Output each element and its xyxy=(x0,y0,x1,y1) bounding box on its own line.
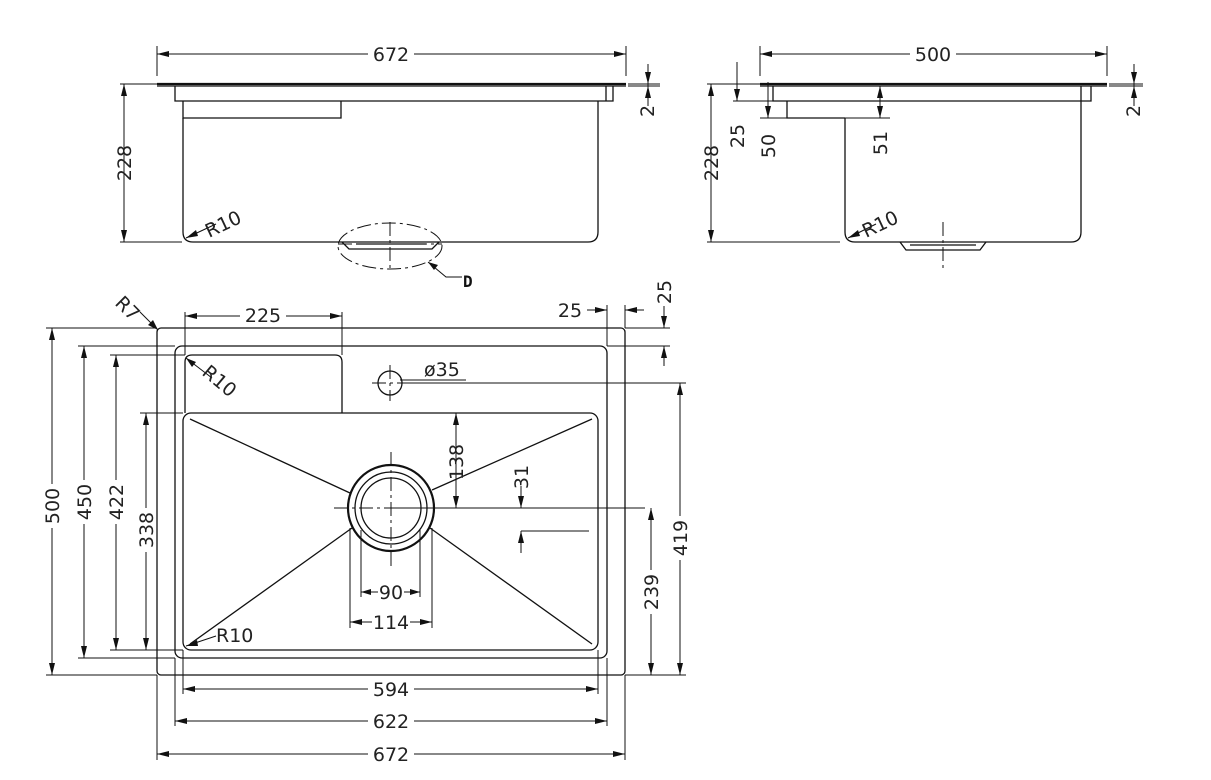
front-depth-228: 228 xyxy=(114,145,136,181)
width-672: 672 xyxy=(373,744,409,766)
width-622: 622 xyxy=(373,711,409,733)
side-flange xyxy=(772,86,1092,102)
drain-90: 90 xyxy=(379,582,403,604)
top-outer-rim xyxy=(156,327,626,676)
side-width-500: 500 xyxy=(915,44,951,66)
side-ledge-50: 50 xyxy=(758,134,780,158)
side-ledge-25: 25 xyxy=(727,124,749,148)
shelf-width-225: 225 xyxy=(245,305,281,327)
side-ledge-51: 51 xyxy=(870,131,892,155)
front-width-672: 672 xyxy=(373,44,409,66)
width-594: 594 xyxy=(373,679,409,701)
top-view: ø35 R7 R10 R10 225 25 xyxy=(42,280,692,766)
drain-offset-31: 31 xyxy=(511,465,533,489)
height-500: 500 xyxy=(42,488,64,524)
height-338: 338 xyxy=(136,512,158,548)
tap-hole-35: ø35 xyxy=(424,359,460,381)
top-bowl-r10: R10 xyxy=(216,625,253,647)
right-419: 419 xyxy=(670,520,692,556)
front-bowl xyxy=(182,101,599,243)
top-inner-flange xyxy=(174,345,608,659)
front-view: D 672 2 228 R10 xyxy=(114,43,660,291)
side-view: 500 2 25 50 51 228 R10 xyxy=(701,43,1145,270)
right-239: 239 xyxy=(641,574,663,610)
top-shelf-r10: R10 xyxy=(198,361,241,402)
side-bowl xyxy=(844,101,1082,243)
slope-line xyxy=(189,418,351,494)
side-r10: R10 xyxy=(859,207,902,243)
rim-offset-y-25: 25 xyxy=(654,280,676,304)
top-bowl xyxy=(182,412,599,651)
drain-114: 114 xyxy=(373,612,409,634)
detail-d-label: D xyxy=(463,272,473,291)
front-flange xyxy=(174,86,614,102)
front-r10: R10 xyxy=(202,207,245,243)
side-ledge xyxy=(786,101,845,119)
side-rim-2: 2 xyxy=(1123,105,1145,117)
top-shelf xyxy=(184,354,343,413)
slope-line xyxy=(429,527,593,645)
height-422: 422 xyxy=(106,484,128,520)
height-450: 450 xyxy=(74,484,96,520)
side-depth-228: 228 xyxy=(701,145,723,181)
drain-offset-138: 138 xyxy=(446,444,468,480)
slope-line xyxy=(431,418,593,491)
front-rim-2: 2 xyxy=(637,105,659,117)
front-shelf xyxy=(182,101,342,119)
slope-line xyxy=(189,527,353,645)
rim-offset-x-25: 25 xyxy=(558,300,582,322)
top-r7: R7 xyxy=(110,292,143,325)
